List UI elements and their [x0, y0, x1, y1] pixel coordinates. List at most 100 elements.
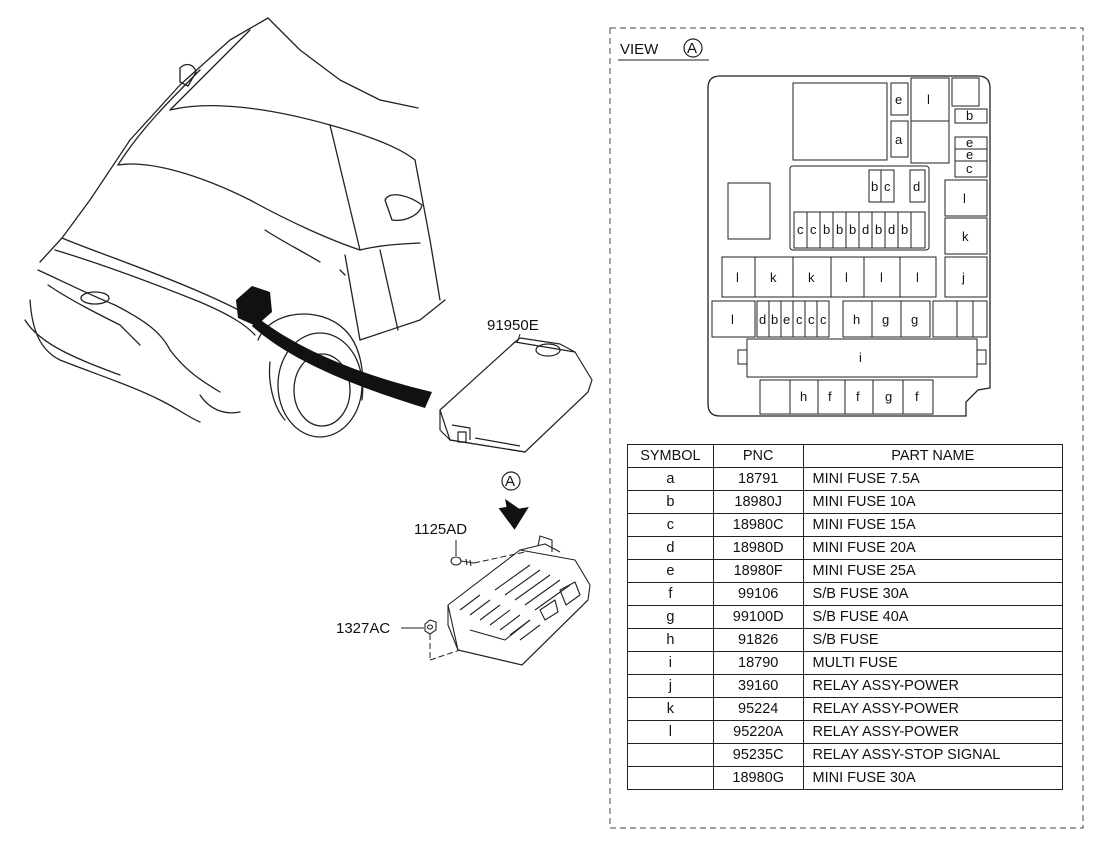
pnc-cell: 95220A — [712, 720, 804, 744]
fuse-label: h — [800, 389, 807, 404]
fuse-label: e — [783, 312, 790, 327]
pnc-cell: 95224 — [712, 697, 804, 721]
symbol-cell: a — [627, 467, 714, 491]
pnc-cell: 18980G — [712, 766, 804, 790]
view-title-marker-circle — [683, 38, 703, 58]
symbol-cell: i — [627, 651, 714, 675]
fuse-label: b — [875, 222, 882, 237]
column-header-part-name: PART NAME — [802, 444, 1064, 468]
symbol-cell: j — [627, 674, 714, 698]
fuse-label: d — [759, 312, 766, 327]
symbol-cell: e — [627, 559, 714, 583]
fuse-label: k — [962, 229, 969, 244]
part-name-cell: RELAY ASSY-POWER — [802, 697, 1064, 721]
nut-dash-line-2 — [429, 649, 461, 661]
fuse-label: g — [885, 389, 892, 404]
pnc-cell: 91826 — [712, 628, 804, 652]
fuse-label: c — [796, 312, 803, 327]
fuse-label: f — [828, 389, 832, 404]
fuse-label: l — [963, 191, 966, 206]
screw-dash-line — [473, 551, 526, 564]
part-name-cell: MINI FUSE 10A — [802, 490, 1064, 514]
fuse-label: c — [820, 312, 827, 327]
pnc-cell: 18790 — [712, 651, 804, 675]
fuse-label: e — [966, 135, 973, 150]
symbol-cell: d — [627, 536, 714, 560]
part-name-cell: MINI FUSE 7.5A — [802, 467, 1064, 491]
fuse-label: l — [731, 312, 734, 327]
fuse-label: h — [853, 312, 860, 327]
part-name-cell: RELAY ASSY-POWER — [802, 720, 1064, 744]
fuse-box-outline — [707, 75, 991, 417]
fuse-label: b — [871, 179, 878, 194]
symbol-cell: b — [627, 490, 714, 514]
fuse-label: j — [961, 270, 965, 285]
fuse-label: c — [966, 161, 973, 176]
part-name-cell: MINI FUSE 15A — [802, 513, 1064, 537]
pnc-cell: 18980D — [712, 536, 804, 560]
part-name-cell: S/B FUSE — [802, 628, 1064, 652]
nut-icon — [424, 619, 437, 635]
fuse-label: d — [862, 222, 869, 237]
fuse-layout — [711, 77, 988, 415]
fuse-label: g — [911, 312, 918, 327]
fuse-label: c — [797, 222, 804, 237]
screw-part-callout: 1125AD — [414, 521, 467, 538]
fuse-label: b — [966, 108, 973, 123]
view-a-marker-label: A — [505, 473, 515, 490]
view-a-panel-frame — [609, 27, 1084, 829]
fuse-label: l — [736, 270, 739, 285]
pnc-cell: 99106 — [712, 582, 804, 606]
fuse-box-cover — [439, 337, 593, 453]
fuse-label: b — [823, 222, 830, 237]
part-name-cell: MINI FUSE 25A — [802, 559, 1064, 583]
pnc-cell: 18980J — [712, 490, 804, 514]
part-name-cell: MINI FUSE 30A — [802, 766, 1064, 790]
fuse-label: l — [916, 270, 919, 285]
pnc-cell: 95235C — [712, 743, 804, 767]
cover-part-callout: 91950E — [487, 317, 539, 334]
part-name-cell: RELAY ASSY-STOP SIGNAL — [802, 743, 1064, 767]
fuse-label: g — [882, 312, 889, 327]
pnc-cell: 18980F — [712, 559, 804, 583]
fuse-box-assembly — [447, 535, 591, 666]
screw-icon — [450, 556, 475, 567]
leader-wedge — [252, 318, 432, 408]
column-header-symbol: SYMBOL — [627, 444, 714, 468]
fuse-label: d — [913, 179, 920, 194]
symbol-cell — [627, 743, 714, 767]
symbol-cell: f — [627, 582, 714, 606]
fuse-label: a — [895, 132, 903, 147]
symbol-cell: c — [627, 513, 714, 537]
fuse-label: f — [915, 389, 919, 404]
car-illustration — [24, 17, 446, 438]
fuse-label: b — [836, 222, 843, 237]
fuse-label: k — [808, 270, 815, 285]
fuse-label: i — [859, 350, 862, 365]
part-name-cell: MULTI FUSE — [802, 651, 1064, 675]
part-name-cell: S/B FUSE 30A — [802, 582, 1064, 606]
view-title: VIEW — [620, 41, 659, 58]
pnc-cell: 18791 — [712, 467, 804, 491]
fuse-label: b — [901, 222, 908, 237]
fuse-label: l — [927, 92, 930, 107]
nut-part-callout: 1327AC — [336, 620, 390, 637]
fuse-box-location-marker — [236, 286, 272, 326]
pnc-cell: 99100D — [712, 605, 804, 629]
symbol-cell: k — [627, 697, 714, 721]
fuse-label: c — [810, 222, 817, 237]
column-header-pnc: PNC — [712, 444, 804, 468]
fuse-label: k — [770, 270, 777, 285]
